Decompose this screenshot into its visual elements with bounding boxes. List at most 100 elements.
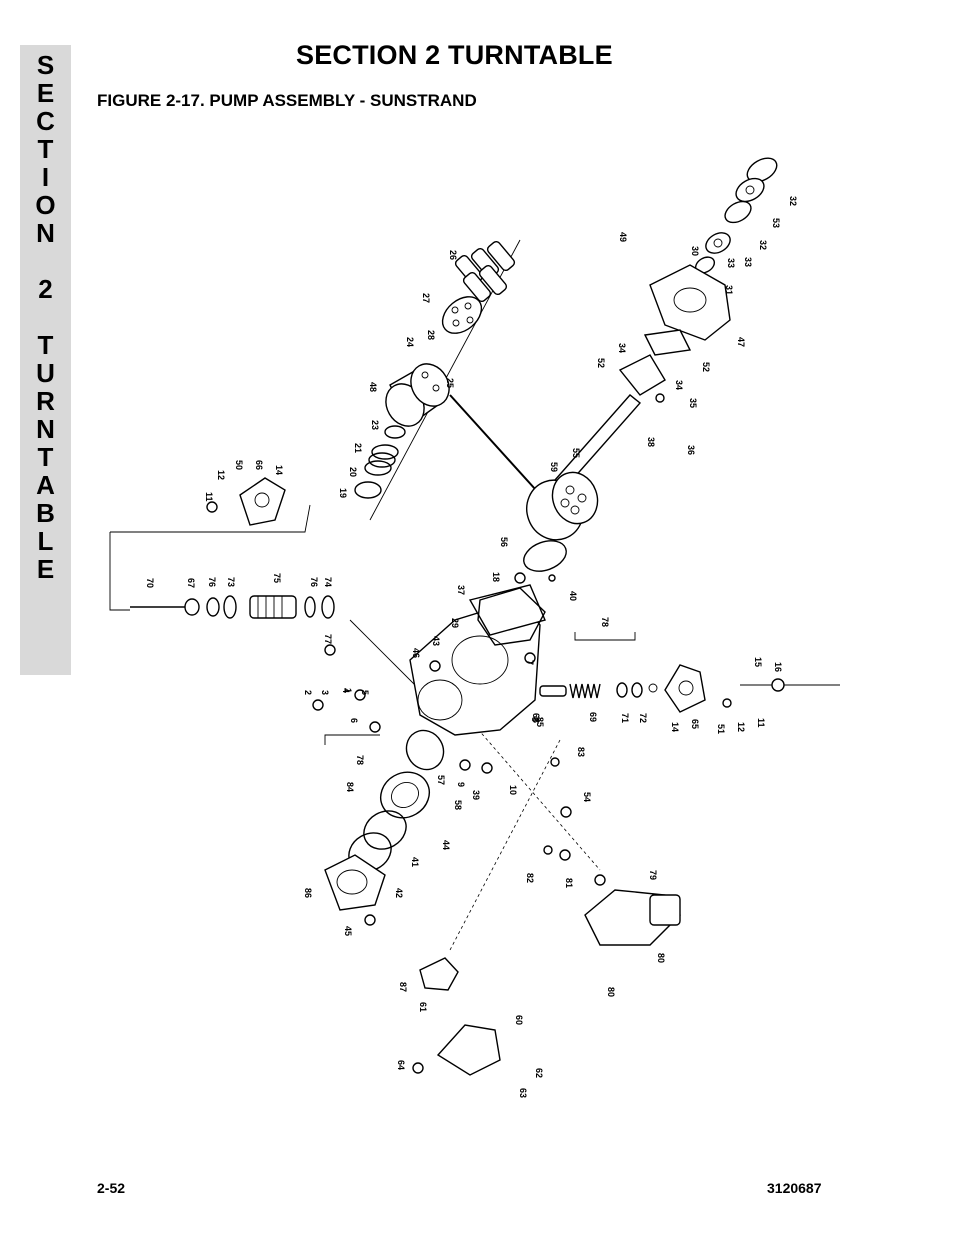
spring-stack: [354, 425, 406, 499]
side-tab-letter: O: [35, 190, 56, 220]
part-callout-61: 61: [418, 1002, 428, 1012]
part-callout-43: 43: [431, 636, 441, 646]
part-callout-67: 67: [186, 578, 196, 588]
part-callout-21: 21: [353, 443, 363, 453]
part-callout-53: 53: [771, 218, 781, 228]
part-callout-52: 52: [701, 362, 711, 372]
part-callout-32: 32: [758, 240, 768, 250]
part-callout-1: 1: [343, 688, 353, 693]
part-callout-68: 68: [531, 713, 541, 723]
document-number: 3120687: [767, 1180, 822, 1196]
part-callout-23: 23: [370, 420, 380, 430]
charge-pump: [348, 729, 445, 872]
part-callout-36: 36: [686, 445, 696, 455]
side-tab-letter: E: [36, 554, 55, 584]
control-valve-81: [584, 889, 681, 946]
part-callout-29: 29: [450, 618, 460, 628]
part-callout-69: 69: [588, 712, 598, 722]
part-callout-55: 55: [571, 448, 581, 458]
part-callout-40: 40: [568, 591, 578, 601]
part-callout-86: 86: [303, 888, 313, 898]
part-callout-10: 10: [508, 785, 518, 795]
part-callout-63: 63: [518, 1088, 528, 1098]
part-callout-35: 35: [688, 398, 698, 408]
part-callout-46: 46: [411, 648, 421, 658]
part-callout-41: 41: [410, 857, 420, 867]
part-callout-83: 83: [576, 747, 586, 757]
part-callout-32: 32: [788, 196, 798, 206]
part-callout-51: 51: [716, 724, 726, 734]
cover-plate-right: [664, 664, 785, 713]
part-callout-48: 48: [368, 382, 378, 392]
part-callout-28: 28: [426, 330, 436, 340]
part-callout-45: 45: [343, 926, 353, 936]
cartridge-77: [130, 595, 335, 619]
side-tab-letter: T: [37, 330, 54, 360]
section-title: SECTION 2 TURNTABLE: [296, 40, 613, 70]
end-cover-88: [324, 854, 386, 911]
part-callout-15: 15: [753, 657, 763, 667]
part-callout-58: 58: [453, 800, 463, 810]
part-callout-30: 30: [690, 246, 700, 256]
part-callout-75: 75: [272, 573, 282, 583]
part-callout-34: 34: [617, 343, 627, 353]
page-number: 2-52: [97, 1180, 126, 1196]
figure-title: FIGURE 2-17. PUMP ASSEMBLY - SUNSTRAND: [97, 91, 477, 110]
part-callout-7: 7: [525, 660, 535, 665]
valve-spring-71: [539, 682, 658, 699]
sub-valve-62: [419, 957, 501, 1076]
part-callout-76: 76: [309, 577, 319, 587]
part-callout-25: 25: [445, 378, 455, 388]
part-callout-11: 11: [756, 718, 766, 728]
part-callout-12: 12: [736, 722, 746, 732]
cover-plate-left: [239, 477, 286, 526]
gasket-37: [477, 587, 546, 646]
part-callout-84: 84: [345, 782, 355, 792]
side-tab-letter: A: [36, 470, 55, 500]
side-tab-letter: N: [36, 218, 55, 248]
part-callout-60: 60: [514, 1015, 524, 1025]
part-callout-18: 18: [491, 572, 501, 582]
part-callout-11: 11: [204, 492, 214, 502]
part-callout-9: 9: [456, 782, 466, 787]
part-callout-33: 33: [743, 257, 753, 267]
part-callout-85: 85: [535, 717, 545, 727]
part-callout-82: 82: [525, 873, 535, 883]
side-tab-letter: L: [37, 526, 54, 556]
housing-upper: [649, 264, 731, 341]
part-callout-59: 59: [549, 462, 559, 472]
side-tab-letter: U: [36, 358, 55, 388]
part-callout-57: 57: [436, 775, 446, 785]
part-callout-50: 50: [234, 460, 244, 470]
part-callout-79: 79: [648, 870, 658, 880]
leader-lines: [109, 239, 840, 951]
part-callout-19: 19: [338, 488, 348, 498]
part-callout-42: 42: [394, 888, 404, 898]
part-callout-70: 70: [145, 578, 155, 588]
side-tab-letter: R: [36, 386, 55, 416]
part-callout-78: 78: [600, 617, 610, 627]
side-tab-letter: 2: [38, 274, 53, 304]
part-callout-65: 65: [690, 719, 700, 729]
part-callout-26: 26: [448, 250, 458, 260]
part-callout-52: 52: [596, 358, 606, 368]
part-callout-73: 73: [226, 577, 236, 587]
part-callout-6: 6: [349, 718, 359, 723]
pistons: [454, 240, 516, 303]
valve-plate: [523, 540, 567, 572]
part-callout-27: 27: [421, 293, 431, 303]
part-callout-49: 49: [618, 232, 628, 242]
part-callout-62: 62: [534, 1068, 544, 1078]
side-tab-letter: T: [37, 134, 54, 164]
part-callout-14: 14: [670, 722, 680, 732]
part-callout-66: 66: [254, 460, 264, 470]
part-callout-14: 14: [274, 465, 284, 475]
part-callout-37: 37: [456, 585, 466, 595]
part-callout-72: 72: [638, 713, 648, 723]
side-tab-letter: C: [36, 106, 55, 136]
part-callout-24: 24: [405, 337, 415, 347]
small-fasteners: [206, 393, 732, 1074]
retainer-plate: [441, 296, 483, 334]
